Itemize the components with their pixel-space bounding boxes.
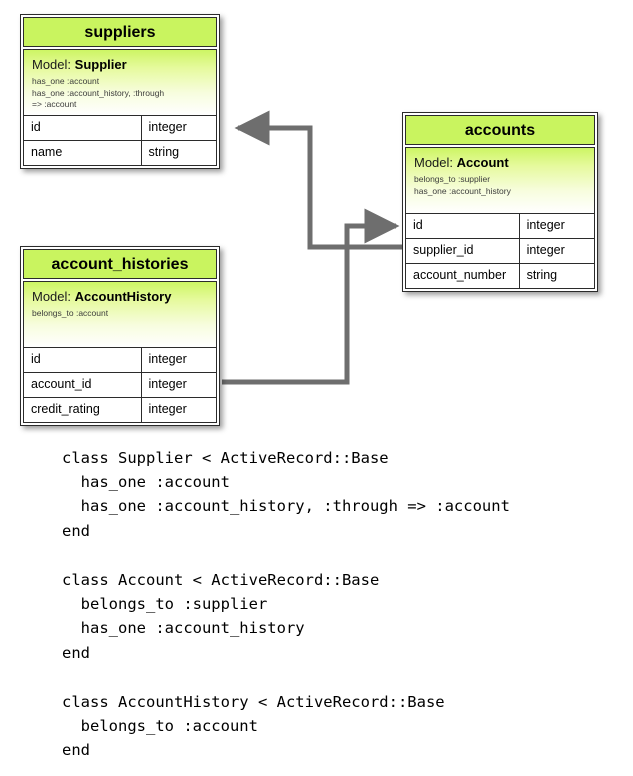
entity-fields-accounts: id integer supplier_id integer account_n… — [405, 213, 595, 289]
field-type: integer — [148, 377, 187, 391]
table-row[interactable]: name string — [24, 140, 216, 165]
entity-model-panel-account-histories: Model: AccountHistory belongs_to :accoun… — [23, 281, 217, 347]
entity-fields-suppliers: id integer name string — [23, 115, 217, 166]
field-type: integer — [148, 402, 187, 416]
field-type: integer — [526, 218, 565, 232]
field-name: name — [24, 141, 142, 165]
model-label: Model: — [414, 155, 454, 170]
model-association: has_one :account_history, :through — [32, 87, 165, 98]
model-title-suppliers: Model: Supplier — [32, 57, 208, 72]
table-row[interactable]: credit_rating integer — [24, 397, 216, 422]
entity-model-panel-suppliers: Model: Supplier has_one :account has_one… — [23, 49, 217, 115]
model-association: belongs_to :supplier — [414, 174, 491, 184]
entity-model-panel-accounts: Model: Account belongs_to :supplier has_… — [405, 147, 595, 213]
entity-title-suppliers: suppliers — [23, 17, 217, 47]
entity-fields-account-histories: id integer account_id integer credit_rat… — [23, 347, 217, 423]
model-title-accounts: Model: Account — [414, 155, 586, 170]
table-row[interactable]: id integer — [24, 115, 216, 140]
field-name: credit_rating — [24, 398, 142, 422]
model-association: belongs_to :account — [32, 308, 109, 318]
model-name: Account — [456, 155, 509, 170]
table-row[interactable]: id integer — [24, 347, 216, 372]
field-name: id — [406, 214, 520, 238]
field-type: string — [526, 268, 558, 282]
entity-table-account-histories[interactable]: account_histories Model: AccountHistory … — [20, 246, 220, 426]
table-row[interactable]: id integer — [406, 213, 594, 238]
connector-accounts-supplier-id-to-suppliers-id — [234, 110, 402, 250]
connector-account-histories-account-id-to-accounts-id — [222, 208, 400, 385]
entity-table-suppliers[interactable]: suppliers Model: Supplier has_one :accou… — [20, 14, 220, 169]
model-name: Supplier — [74, 57, 127, 72]
model-association: has_one :account — [32, 76, 100, 86]
table-row[interactable]: supplier_id integer — [406, 238, 594, 263]
field-name: account_number — [406, 264, 520, 288]
field-type: integer — [148, 120, 187, 134]
code-sample: class Supplier < ActiveRecord::Base has_… — [62, 448, 510, 760]
entity-title-account-histories: account_histories — [23, 249, 217, 279]
model-association: => :account — [32, 99, 77, 109]
model-label: Model: — [32, 289, 72, 304]
table-row[interactable]: account_id integer — [24, 372, 216, 397]
model-name: AccountHistory — [74, 289, 172, 304]
field-type: integer — [526, 243, 565, 257]
model-title-account-histories: Model: AccountHistory — [32, 289, 208, 304]
model-association: has_one :account_history — [414, 185, 511, 196]
model-label: Model: — [32, 57, 72, 72]
field-type: integer — [148, 352, 187, 366]
entity-title-accounts: accounts — [405, 115, 595, 145]
entity-table-accounts[interactable]: accounts Model: Account belongs_to :supp… — [402, 112, 598, 292]
field-name: account_id — [24, 373, 142, 397]
table-row[interactable]: account_number string — [406, 263, 594, 288]
field-type: string — [148, 145, 180, 159]
field-name: supplier_id — [406, 239, 520, 263]
field-name: id — [24, 348, 142, 372]
field-name: id — [24, 116, 142, 140]
